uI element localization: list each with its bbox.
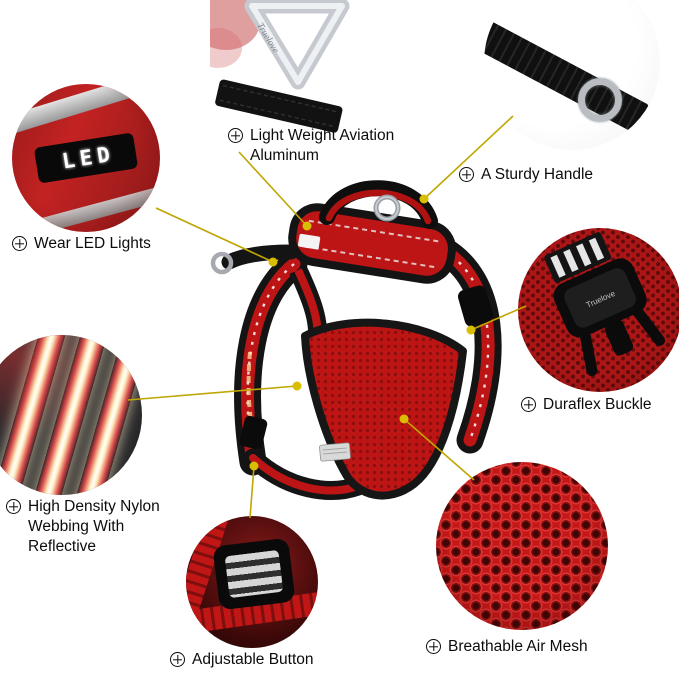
led-strip: LED (33, 132, 139, 184)
callout-adjustable-button: Adjustable Button (170, 650, 314, 670)
callout-air-mesh: Breathable Air Mesh (426, 637, 588, 657)
detail-photo-led-lights: LED (12, 84, 160, 232)
detail-photo-aviation-aluminum: Truelove (192, 0, 375, 140)
callout-text: Light Weight Aviation Aluminum (250, 127, 395, 165)
plus-circle-icon (6, 499, 21, 514)
callout-text: Wear LED Lights (34, 235, 151, 252)
plus-circle-icon (426, 639, 441, 654)
callout-text: Adjustable Button (192, 651, 314, 668)
leash-ring (373, 194, 401, 222)
detail-photo-duraflex-buckle: Truelove (518, 228, 679, 392)
callout-nylon-webbing: High Density Nylon Webbing With Reflecti… (6, 497, 170, 557)
callout-led-lights: Wear LED Lights (12, 234, 151, 254)
plus-circle-icon (12, 236, 27, 251)
handle-strap (484, 15, 650, 134)
detail-photo-air-mesh (436, 462, 608, 630)
top-handle (319, 180, 438, 229)
striped-webbing (550, 237, 605, 278)
buckle-assembly: Truelove (544, 232, 666, 377)
callout-text: Breathable Air Mesh (448, 638, 588, 655)
led-text: LED (60, 141, 117, 174)
slider-buckle (212, 537, 296, 611)
plus-circle-icon (170, 652, 185, 667)
callout-sturdy-handle: A Sturdy Handle (459, 165, 593, 185)
metal-d-ring (578, 78, 622, 122)
aluminum-triangle-ring (244, 0, 350, 90)
detail-photo-adjustable-button (186, 516, 318, 648)
plus-circle-icon (521, 397, 536, 412)
chest-panel (301, 318, 467, 500)
woven-tag (319, 442, 351, 462)
callout-duraflex-buckle: Duraflex Buckle (521, 395, 652, 415)
callout-text: High Density Nylon Webbing With Reflecti… (28, 498, 160, 556)
left-adjuster-buckle (239, 415, 268, 450)
buckle-brand-text: Truelove (585, 289, 617, 310)
plus-circle-icon (228, 128, 243, 143)
callout-text: Duraflex Buckle (543, 396, 652, 413)
back-saddle (288, 203, 456, 284)
detail-photo-reflective-webbing (0, 335, 142, 495)
brand-patch (297, 233, 321, 250)
belly-strap (243, 448, 368, 500)
callout-aviation-aluminum: Light Weight Aviation Aluminum (228, 126, 420, 166)
plus-circle-icon (459, 167, 474, 182)
callout-text: A Sturdy Handle (481, 166, 594, 183)
webbing-strap (215, 79, 343, 133)
